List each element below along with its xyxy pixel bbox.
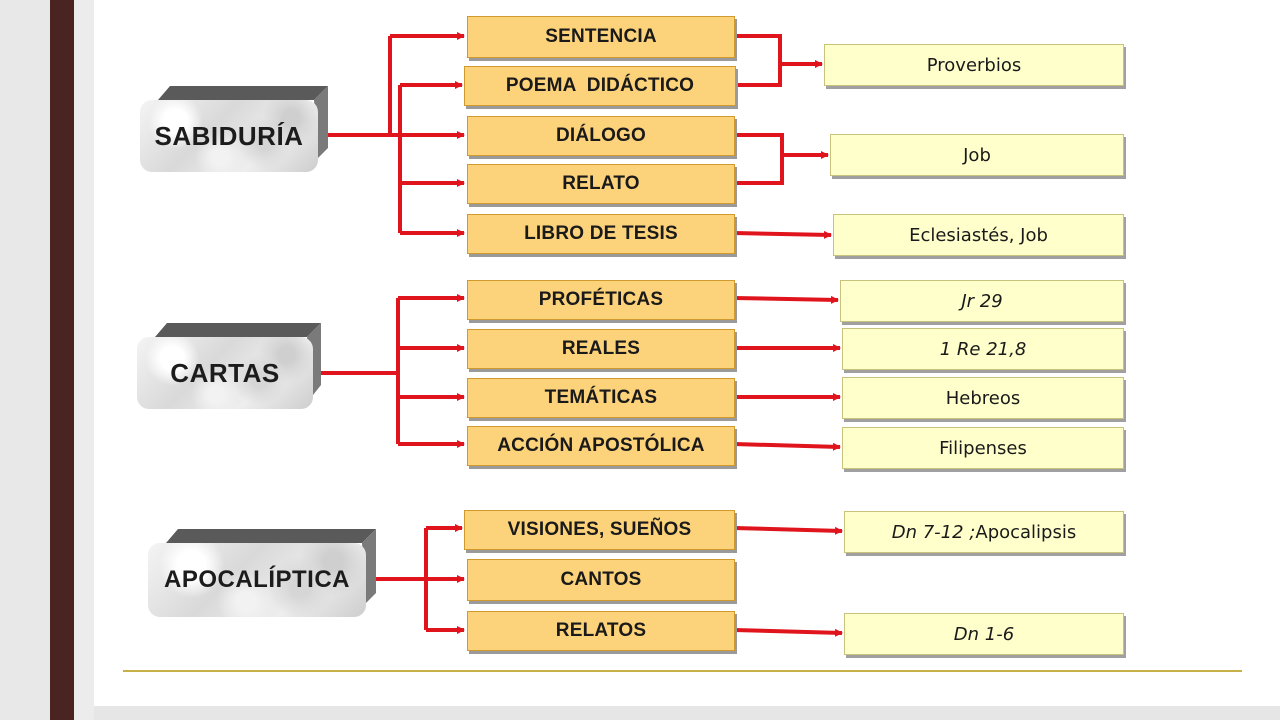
form-sentencia: SENTENCIA — [467, 16, 735, 58]
arrow-to-eclesiastes — [733, 230, 832, 239]
footer-divider — [123, 670, 1242, 672]
example-dn-7-12-apocalipsis: Dn 7-12 ; Apocalipsis — [844, 511, 1124, 553]
form-profeticas: PROFÉTICAS — [467, 280, 735, 320]
form-relatos: RELATOS — [467, 611, 735, 651]
bracket-proverbios — [734, 34, 782, 87]
form-poema-didactico: POEMA DIDÁCTICO — [464, 66, 736, 106]
example-filipenses: Filipenses — [842, 427, 1124, 469]
example-hebreos: Hebreos — [842, 377, 1124, 419]
bracket-job — [734, 133, 784, 185]
slide-gap — [74, 0, 94, 720]
example-jr-29: Jr 29 — [840, 280, 1124, 322]
category-cartas: CARTAS — [137, 323, 323, 409]
example-job: Job — [830, 134, 1124, 176]
form-libro-de-tesis: LIBRO DE TESIS — [467, 214, 735, 254]
example-proverbios: Proverbios — [824, 44, 1124, 86]
example-1-re-21-8: 1 Re 21,8 — [842, 328, 1124, 370]
arrow-to-dn16 — [733, 628, 843, 637]
category-sabiduria: SABIDURÍA — [140, 86, 330, 172]
category-apocaliptica: APOCALÍPTICA — [148, 529, 378, 617]
sidebar-accent-bar — [50, 0, 74, 720]
arrow-to-jr29 — [733, 295, 839, 304]
example-dn-1-6: Dn 1-6 — [844, 613, 1124, 655]
slide-margin — [0, 0, 50, 720]
example-eclesiastes-job: Eclesiastés, Job — [833, 214, 1124, 256]
form-accion-apostolica: ACCIÓN APOSTÓLICA — [467, 426, 735, 466]
form-dialogo: DIÁLOGO — [467, 116, 735, 156]
form-tematicas: TEMÁTICAS — [467, 378, 735, 418]
form-cantos: CANTOS — [467, 559, 735, 601]
form-visiones-suenos: VISIONES, SUEÑOS — [464, 510, 735, 550]
category-sabiduria-label: SABIDURÍA — [140, 100, 318, 172]
arrow-to-filipenses — [733, 442, 841, 451]
slide-bottom-margin — [94, 706, 1280, 720]
category-cartas-label: CARTAS — [137, 337, 313, 409]
form-reales: REALES — [467, 329, 735, 369]
arrow-to-dn712 — [733, 526, 843, 535]
category-apocaliptica-label: APOCALÍPTICA — [148, 543, 366, 617]
form-relato: RELATO — [467, 164, 735, 204]
